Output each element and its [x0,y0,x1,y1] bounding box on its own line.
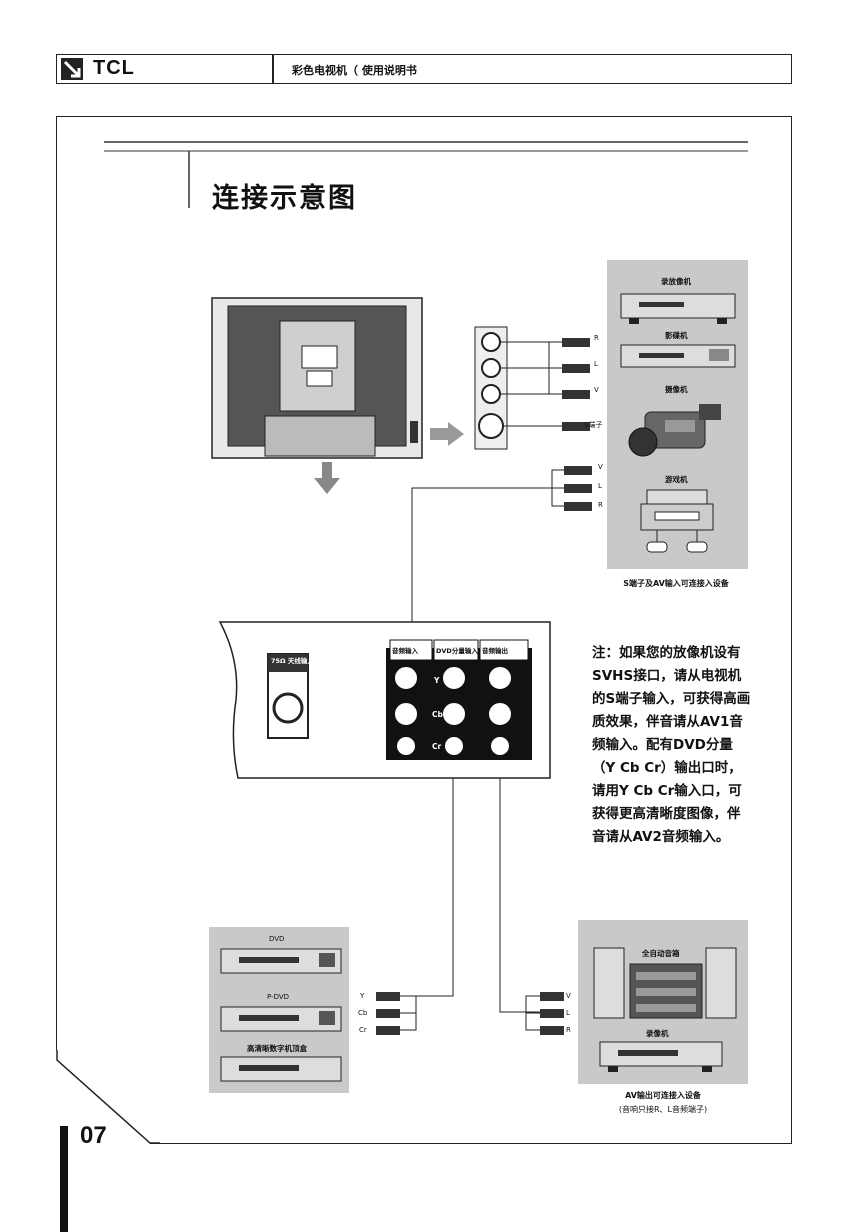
component-plugs [376,992,417,1035]
document-title: 彩色电视机（ 使用说明书 [292,64,417,77]
tv-jack-panel [218,621,551,779]
jack-cr-label: Cr [432,742,442,751]
jack-group-audio-out: 音频输出 [482,647,508,655]
recorder-icon [599,1041,723,1072]
av-input-connector-panel [474,326,590,450]
component-source-panel: DVD P-DVD 高清晰数字机顶盒 [209,927,349,1093]
plug-l-bottom: L [566,1009,570,1017]
plug-cr-label: Cr [359,1026,367,1034]
plug-r-bottom: R [566,1026,571,1034]
av-output-devices-panel: 全自动音箱 录像机 [578,920,748,1084]
jack-cb-label: Cb [432,710,443,719]
plug-cb-label: Cb [358,1009,368,1017]
plug-v-lower: V [598,463,603,471]
input-devices-panel: 录放像机 影碟机 摄像机 游戏机 [607,260,748,569]
jack-y-label: Y [434,676,440,685]
connection-note: 注：如果您的放像机设有SVHS接口，请从电视机的S端子输入，可获得高画质效果，伴… [592,645,751,845]
s-terminal-label: S端子 [584,421,603,429]
camcorder-icon [628,404,721,457]
antenna-input-label: 75Ω 天线输入 [271,657,314,665]
plug-l-lower: L [598,482,602,490]
device-recorder-label: 录像机 [646,1029,669,1038]
input-devices-caption: S端子及AV输入可连接入设备 [623,579,729,588]
stereo-system-icon [593,947,737,1019]
jack-group-dvd-component: DVD分量输入 [436,647,478,655]
plug-r-lower: R [598,501,603,509]
device-vcd-label: 影碟机 [665,331,688,340]
dvd-player-icon [220,948,342,974]
plug-v-upper: V [594,386,599,394]
vcr-icon [620,293,736,324]
plug-y-label: Y [360,992,365,1000]
section-title: 连接示意图 [212,183,357,214]
game-console-icon [640,489,714,553]
page-number: 07 [80,1122,107,1149]
jack-group-audio-in: 音频输入 [392,647,418,655]
set-top-box-icon [220,1056,342,1082]
tcl-logo-icon [61,58,83,80]
device-pdvd-label: P-DVD [267,993,290,1001]
av-output-caption-line2: (音响只接R、L音频端子) [618,1105,708,1114]
device-dvd-label: DVD [269,935,285,943]
page-header: TCL 彩色电视机（ 使用说明书 [56,54,792,84]
tv-back-illustration [211,297,423,494]
arrow-right-icon [430,422,464,446]
device-camcorder-label: 摄像机 [665,385,688,394]
plug-r-upper: R [594,334,599,342]
content-frame [56,116,792,1144]
device-vcr-label: 录放像机 [661,277,691,286]
av-output-caption-line1: AV输出可连接入设备 [625,1091,701,1100]
p-dvd-player-icon [220,1006,342,1032]
plug-l-upper: L [594,360,598,368]
brand-name: TCL [93,57,135,79]
disc-player-icon [620,344,736,368]
av-out-plugs-lower [525,992,564,1035]
device-stereo-label: 全自动音箱 [642,949,680,958]
device-game-label: 游戏机 [665,475,688,484]
plug-v-bottom: V [566,992,571,1000]
device-stb-label: 高清晰数字机顶盒 [247,1044,307,1053]
